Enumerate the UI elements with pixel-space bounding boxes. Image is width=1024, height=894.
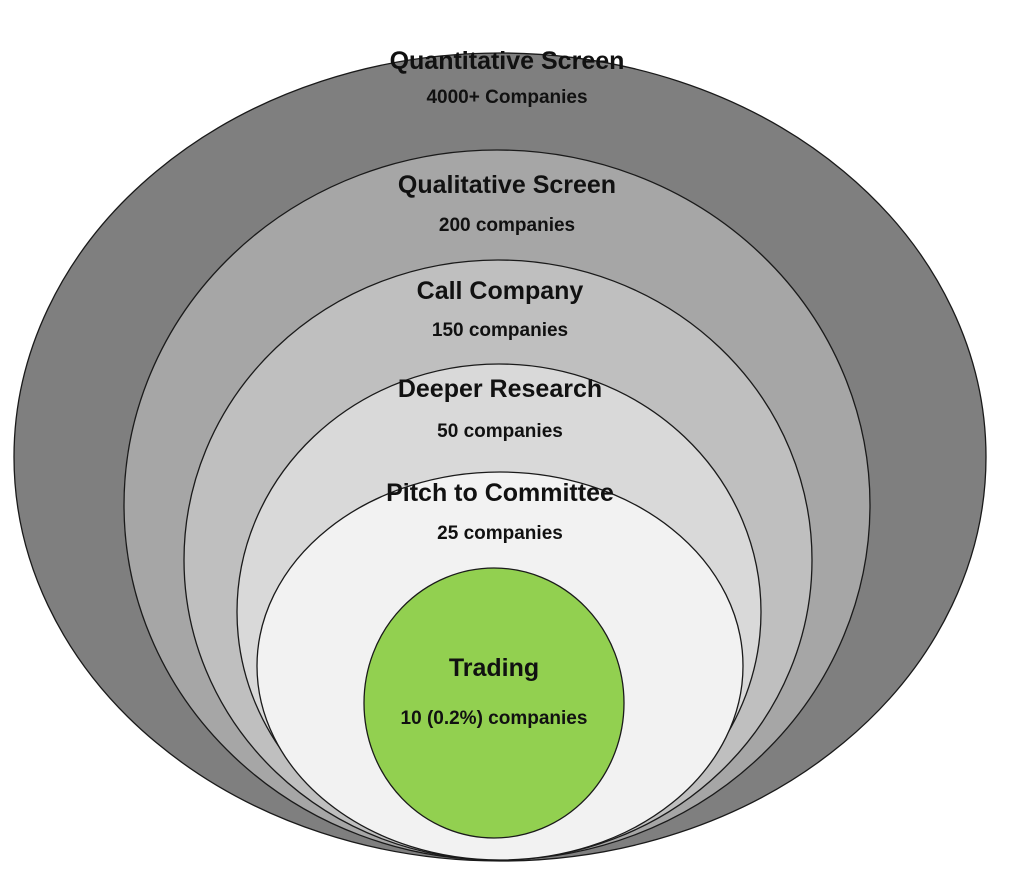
stage-title: Trading [449,654,539,682]
stage-count: 200 companies [439,215,575,236]
stage-title: Qualitative Screen [398,171,616,199]
stage-ellipse [363,567,625,839]
stage-title: Call Company [417,277,584,305]
stage-title: Quantitative Screen [390,47,625,75]
stage-count: 50 companies [437,421,563,442]
stage-title: Pitch to Committee [386,479,614,507]
stage-trading: Trading 10 (0.2%) companies [363,567,625,839]
stage-count: 4000+ Companies [426,87,587,108]
stage-title: Deeper Research [398,375,602,403]
stage-count: 10 (0.2%) companies [401,708,588,729]
stage-count: 25 companies [437,523,563,544]
stage-count: 150 companies [432,320,568,341]
